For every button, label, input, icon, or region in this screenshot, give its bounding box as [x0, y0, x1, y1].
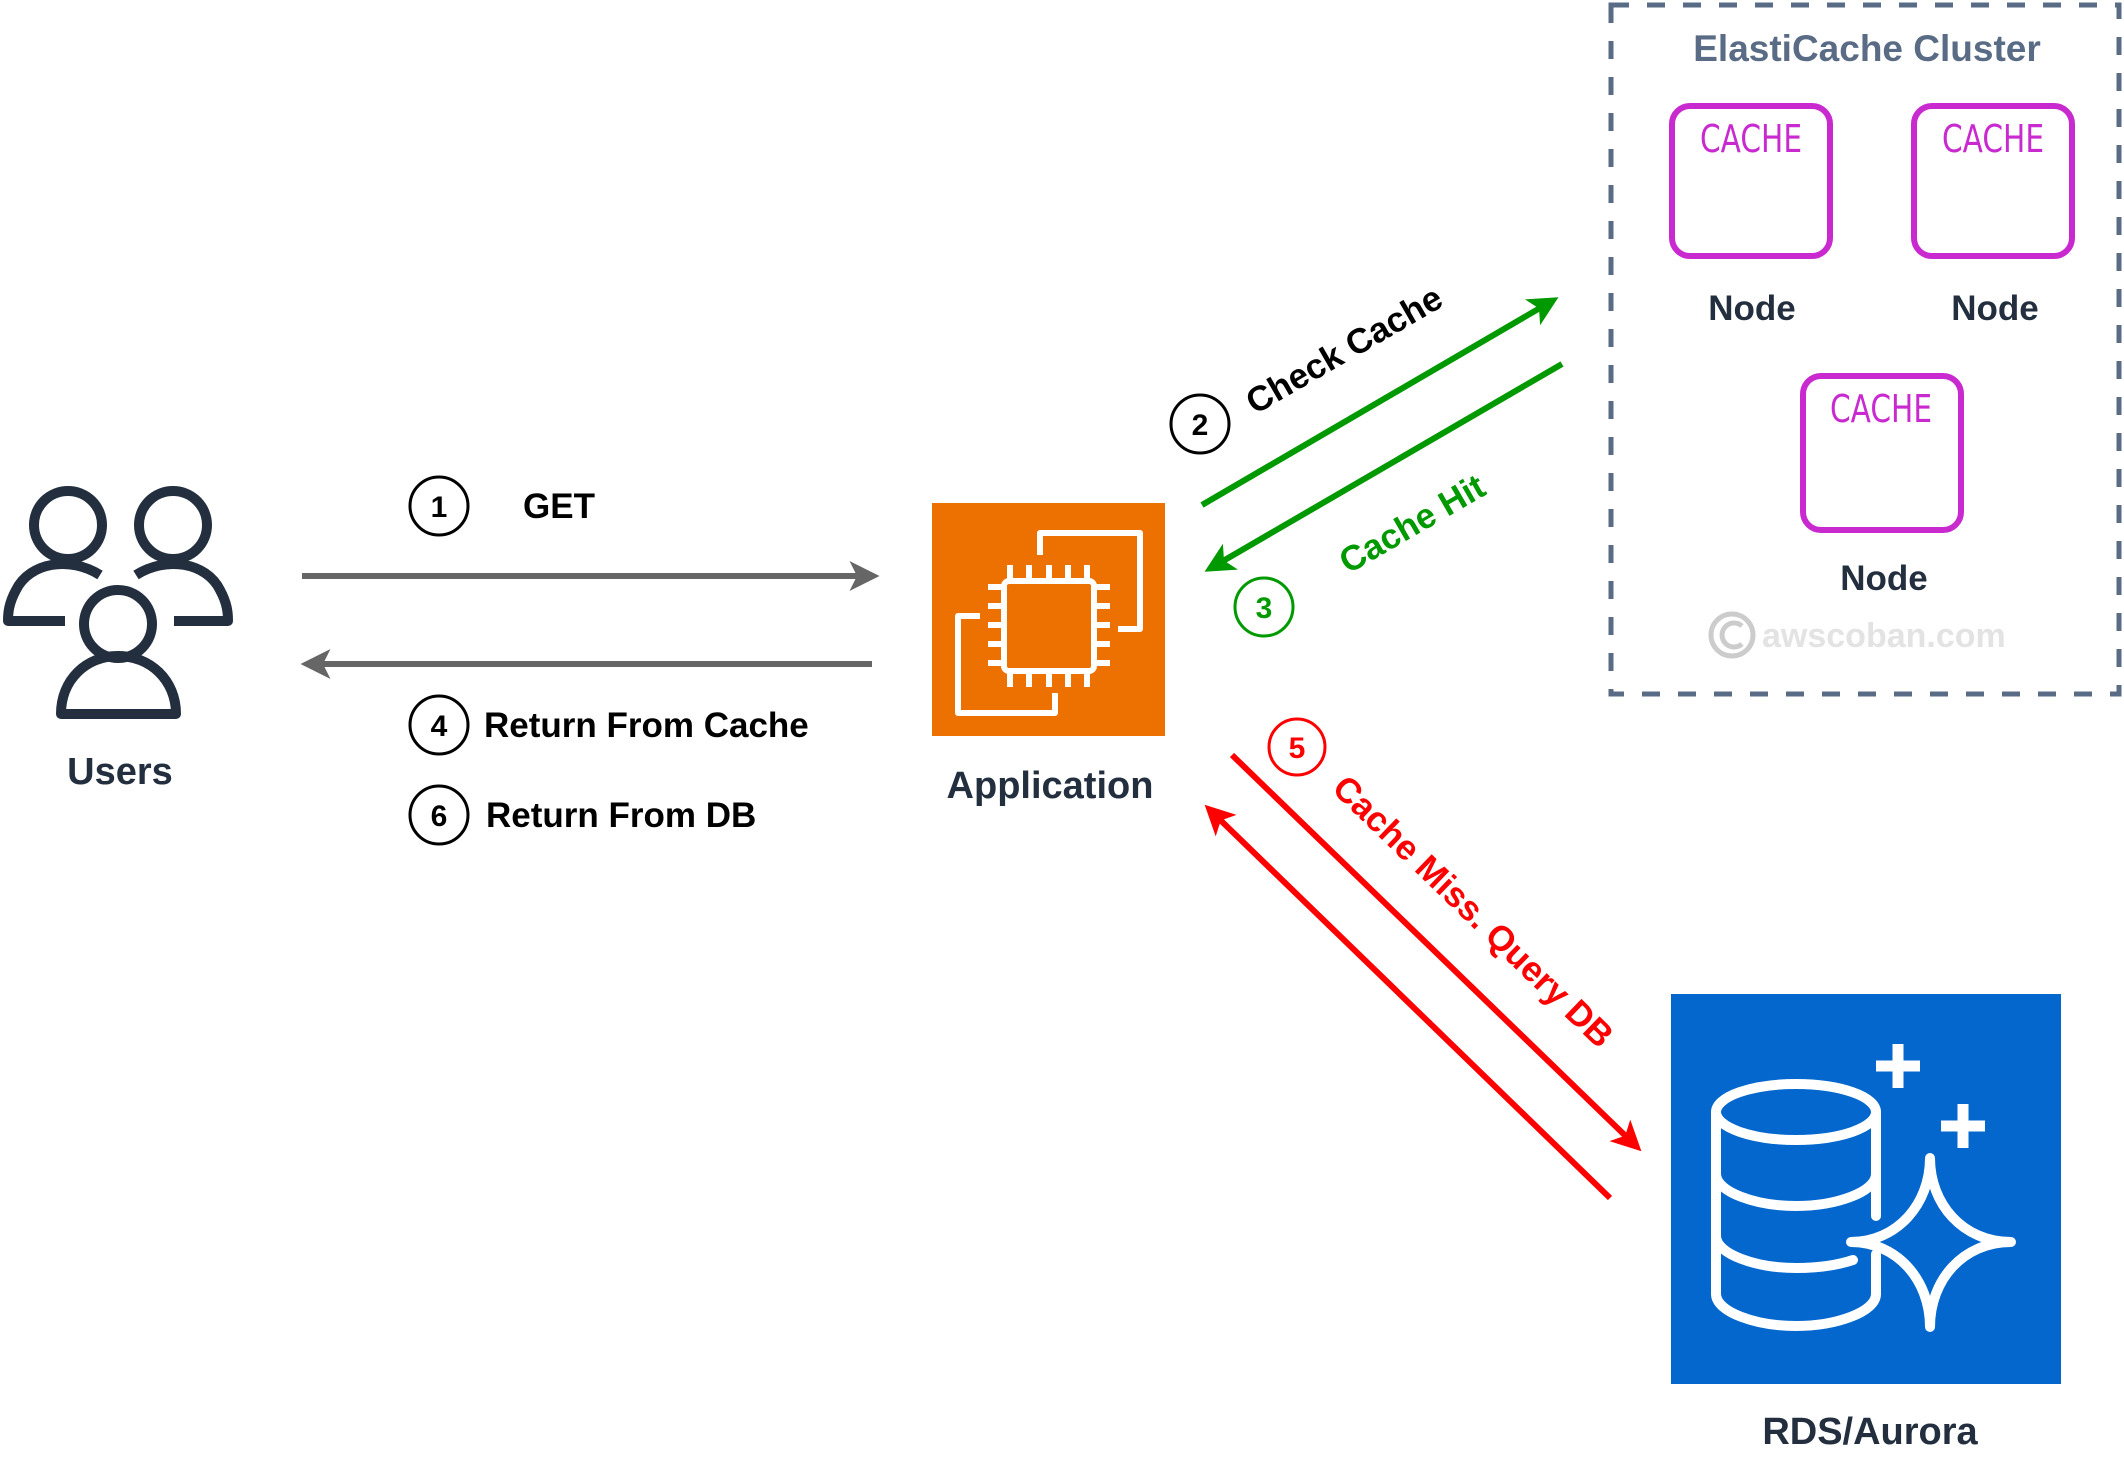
- copyright-icon: [1708, 611, 1756, 659]
- watermark-text: awscoban.com: [1762, 617, 2006, 655]
- step-4-label: Return From Cache: [484, 706, 809, 745]
- cluster-boundary: [1608, 2, 2122, 697]
- arrow-check-cache: [1200, 297, 1559, 508]
- application-label: Application: [947, 765, 1154, 807]
- cache-node-3: CACHE Node: [1800, 373, 1964, 598]
- cache-node-label: Node: [1708, 289, 1796, 328]
- cache-badge: CACHE: [1700, 117, 1802, 162]
- step-1: 1 GET: [408, 475, 595, 537]
- step-2-label: Check Cache: [1239, 278, 1449, 422]
- cache-node-icon: [1669, 103, 1833, 259]
- users-label: Users: [67, 751, 173, 793]
- arrow-db-response: [1204, 804, 1613, 1201]
- step-4-badge: [408, 694, 470, 756]
- database-node: RDS/Aurora: [1671, 994, 2061, 1453]
- step-6-badge: [408, 784, 470, 846]
- cache-node-icon: [1911, 103, 2075, 259]
- users-node: Users: [3, 486, 233, 793]
- step-5-label: Cache Miss. Query DB: [1325, 768, 1621, 1055]
- step-5: 5 Cache Miss. Query DB: [1267, 717, 1621, 1055]
- step-1-badge: [408, 475, 470, 537]
- step-3-badge: [1233, 576, 1295, 638]
- arrow-query-db: [1229, 752, 1642, 1152]
- step-3-number: 3: [1256, 592, 1273, 625]
- cache-node-1: CACHE Node: [1669, 103, 1833, 328]
- step-6-number: 6: [431, 800, 448, 833]
- aurora-database-icon: [1671, 994, 2061, 1384]
- elasticache-cluster: ElastiCache Cluster CACHE Node CACHE Nod…: [1608, 2, 2122, 697]
- step-6: 6 Return From DB: [408, 784, 756, 846]
- step-1-label: GET: [523, 487, 595, 526]
- step-3: 3 Cache Hit: [1233, 467, 1492, 638]
- step-5-badge: [1267, 717, 1327, 777]
- cache-node-label: Node: [1951, 289, 2039, 328]
- users-group-icon: [3, 486, 233, 719]
- cluster-title: ElastiCache Cluster: [1693, 28, 2041, 69]
- cache-badge: CACHE: [1830, 387, 1932, 432]
- step-6-label: Return From DB: [486, 796, 756, 835]
- watermark: © awscoban.com: [1708, 611, 2006, 659]
- cache-node-2: CACHE Node: [1911, 103, 2075, 328]
- step-4: 4 Return From Cache: [408, 694, 809, 756]
- cache-badge: CACHE: [1942, 117, 2044, 162]
- step-2-number: 2: [1192, 409, 1209, 442]
- step-2-badge: [1169, 393, 1231, 455]
- application-node: Application: [932, 503, 1165, 807]
- database-label: RDS/Aurora: [1762, 1411, 1978, 1453]
- step-5-number: 5: [1289, 732, 1306, 765]
- step-4-number: 4: [431, 710, 448, 743]
- ec2-instance-icon: [932, 503, 1165, 736]
- cache-node-label: Node: [1840, 559, 1928, 598]
- step-1-number: 1: [431, 491, 448, 524]
- arrow-cache-hit: [1204, 361, 1564, 572]
- cache-node-icon: [1800, 373, 1964, 533]
- step-2: 2 Check Cache: [1169, 278, 1449, 455]
